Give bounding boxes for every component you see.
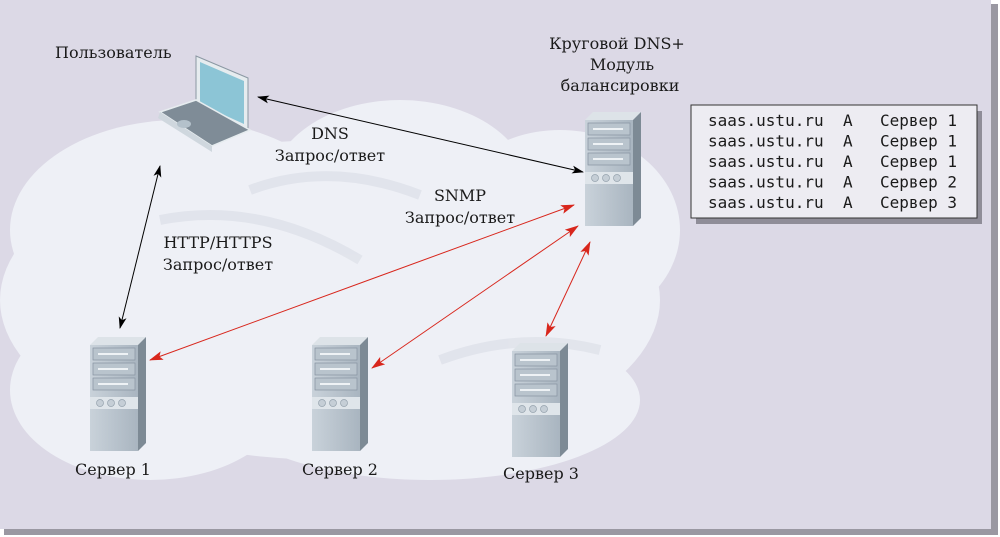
snmp-edge-label-line-2: Запрос/ответ bbox=[405, 208, 515, 227]
server-2-label: Сервер 2 bbox=[302, 460, 378, 479]
dns-record-row: saas.ustu.ru A Сервер 2 bbox=[708, 173, 957, 192]
dns-arrow bbox=[257, 95, 584, 174]
record-type: A bbox=[843, 193, 853, 212]
dns-server-label-line-3: балансировки bbox=[561, 76, 680, 95]
dns-server-label-line-2: Модуль bbox=[590, 55, 654, 74]
dns-edge-label-line-1: DNS bbox=[311, 124, 349, 143]
record-name: saas.ustu.ru bbox=[708, 111, 824, 130]
record-target: Сервер 1 bbox=[880, 132, 957, 151]
snmp-arrow-server-2 bbox=[371, 225, 579, 369]
record-target: Сервер 1 bbox=[880, 152, 957, 171]
dns-record-row: saas.ustu.ru A Сервер 1 bbox=[708, 152, 957, 171]
record-target: Сервер 3 bbox=[880, 193, 957, 212]
record-name: saas.ustu.ru bbox=[708, 173, 824, 192]
snmp-arrow-server-3 bbox=[545, 241, 591, 337]
server-3-icon bbox=[512, 343, 568, 457]
snmp-edge-label-line-1: SNMP bbox=[434, 186, 486, 205]
server-3-label: Сервер 3 bbox=[503, 464, 579, 483]
dns-edge-label-line-2: Запрос/ответ bbox=[275, 146, 385, 165]
dns-record-row: saas.ustu.ru A Сервер 1 bbox=[708, 111, 957, 130]
record-name: saas.ustu.ru bbox=[708, 132, 824, 151]
server-2-icon bbox=[312, 337, 368, 451]
http-arrow bbox=[118, 165, 162, 329]
record-target: Сервер 2 bbox=[880, 173, 957, 192]
record-type: A bbox=[843, 173, 853, 192]
http-edge-label-line-1: HTTP/HTTPS bbox=[163, 233, 272, 252]
laptop-icon bbox=[158, 55, 252, 152]
dns-record-row: saas.ustu.ru A Сервер 1 bbox=[708, 132, 957, 151]
user-label: Пользователь bbox=[55, 43, 172, 62]
server-1-icon bbox=[90, 337, 146, 451]
record-name: saas.ustu.ru bbox=[708, 152, 824, 171]
server-1-label: Сервер 1 bbox=[75, 460, 151, 479]
http-edge-label-line-2: Запрос/ответ bbox=[163, 255, 273, 274]
record-type: A bbox=[843, 132, 853, 151]
dns-server-icon bbox=[585, 112, 641, 226]
dns-record-row: saas.ustu.ru A Сервер 3 bbox=[708, 193, 957, 212]
record-target: Сервер 1 bbox=[880, 111, 957, 130]
record-type: A bbox=[843, 152, 853, 171]
record-type: A bbox=[843, 111, 853, 130]
record-name: saas.ustu.ru bbox=[708, 193, 824, 212]
dns-server-label-line-1: Круговой DNS+ bbox=[549, 34, 685, 53]
